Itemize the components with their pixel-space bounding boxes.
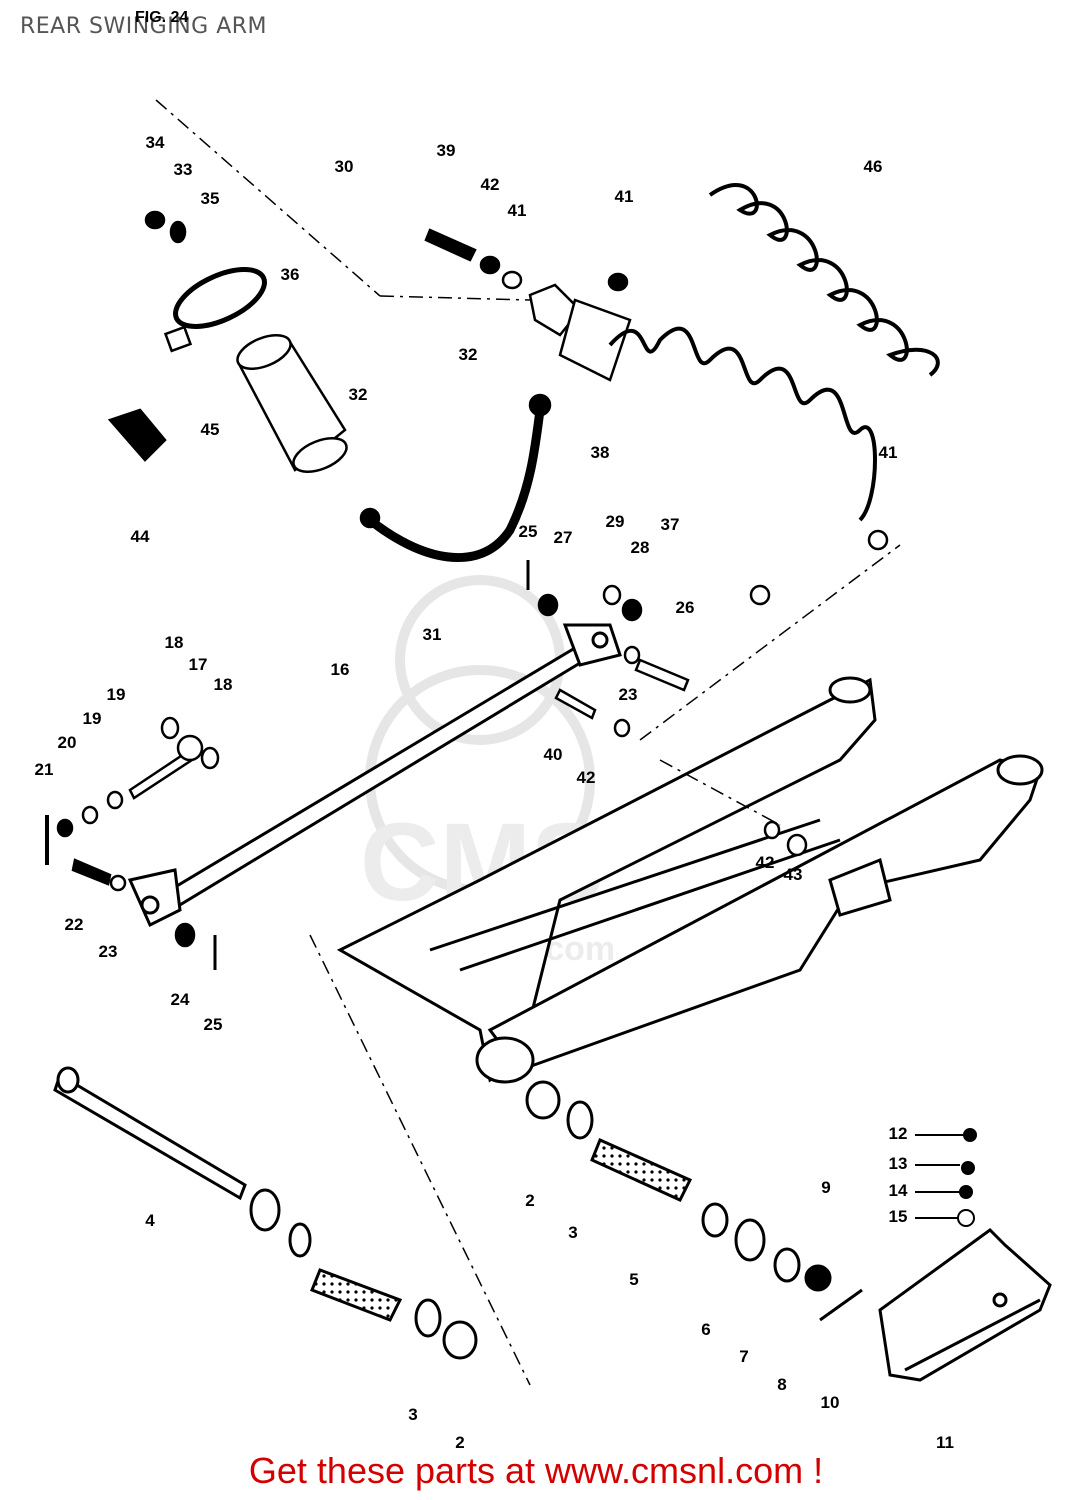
page-title: REAR SWINGING ARM [20, 14, 268, 39]
callout-label: 21 [35, 760, 54, 779]
callout-label: 8 [777, 1375, 786, 1394]
callout-label: 37 [661, 515, 680, 534]
callout-label: 33 [174, 160, 193, 179]
callout-label: 19 [107, 685, 126, 704]
callout-label: 14 [889, 1181, 908, 1200]
callout-label: 18 [214, 675, 233, 694]
callout-label: 9 [821, 1178, 830, 1197]
footer-link[interactable]: Get these parts at www.cmsnl.com ! [248, 1450, 824, 1491]
callout-label: 45 [201, 420, 220, 439]
callout-label: 10 [821, 1393, 840, 1412]
callout-label: 3 [568, 1223, 577, 1242]
callout-label: 29 [606, 512, 625, 531]
bracket-part [107, 408, 167, 462]
callout-label: 26 [676, 598, 695, 617]
callout-label: 38 [591, 443, 610, 462]
callout-label: 20 [58, 733, 77, 752]
callout-label: 43 [784, 865, 803, 884]
callout-label: 35 [201, 189, 220, 208]
callout-label: 17 [189, 655, 208, 674]
callout-label: 32 [459, 345, 478, 364]
footer-banner[interactable]: Get these parts at www.cmsnl.com ! [0, 1450, 1072, 1492]
callout-label: 3 [408, 1405, 417, 1424]
callout-label: 19 [83, 709, 102, 728]
callout-label: 32 [349, 385, 368, 404]
callout-label: 42 [577, 768, 596, 787]
callout-label: 22 [65, 915, 84, 934]
shock-absorber [107, 183, 940, 563]
callout-label: 23 [99, 942, 118, 961]
callout-label: 25 [519, 522, 538, 541]
reservoir-cylinder [236, 334, 348, 473]
callout-label: 11 [936, 1433, 954, 1452]
callout-label: 2 [455, 1433, 464, 1452]
swing-arm [336, 676, 1044, 1084]
callout-label: 16 [331, 660, 350, 679]
callout-label: 40 [544, 745, 563, 764]
chain-guard [878, 1228, 1052, 1382]
callout-label: 34 [146, 133, 165, 152]
callout-label: 42 [481, 175, 500, 194]
brake-hose [359, 393, 552, 563]
callout-label: 41 [879, 443, 898, 462]
callout-label: 41 [508, 201, 527, 220]
callout-label: 6 [701, 1320, 710, 1339]
callout-label: 31 [423, 625, 442, 644]
screw-set [915, 1128, 977, 1227]
callout-label: 39 [437, 141, 456, 160]
shock-body [528, 283, 632, 382]
torque-link [127, 623, 622, 928]
callout-label: 5 [629, 1270, 638, 1289]
top-bolt [144, 210, 629, 292]
callout-label: 25 [204, 1015, 223, 1034]
callout-label: 24 [171, 990, 190, 1009]
figure-label: FIG. 24 [135, 9, 188, 26]
callout-label: 28 [631, 538, 650, 557]
callout-label: 36 [281, 265, 300, 284]
callout-label: 2 [525, 1191, 534, 1210]
pivot-axle [53, 1066, 863, 1360]
callout-label: 18 [165, 633, 184, 652]
callout-label: 15 [889, 1207, 908, 1226]
clamp-band [163, 267, 267, 353]
callout-label: 41 [615, 187, 634, 206]
small-hardware [45, 529, 889, 970]
shock-spring [608, 326, 877, 522]
callout-label: 46 [864, 157, 883, 176]
callout-label: 4 [145, 1211, 155, 1230]
callout-label: 30 [335, 157, 354, 176]
coil-spring [708, 183, 940, 377]
callout-label: 7 [739, 1347, 748, 1366]
callout-label: 12 [889, 1124, 908, 1143]
callout-label: 42 [756, 853, 775, 872]
assembly-lines [155, 99, 901, 1386]
callout-label: 27 [554, 528, 573, 547]
callout-label: 23 [619, 685, 638, 704]
callout-label: 13 [889, 1154, 908, 1173]
callout-label: 44 [131, 527, 150, 546]
